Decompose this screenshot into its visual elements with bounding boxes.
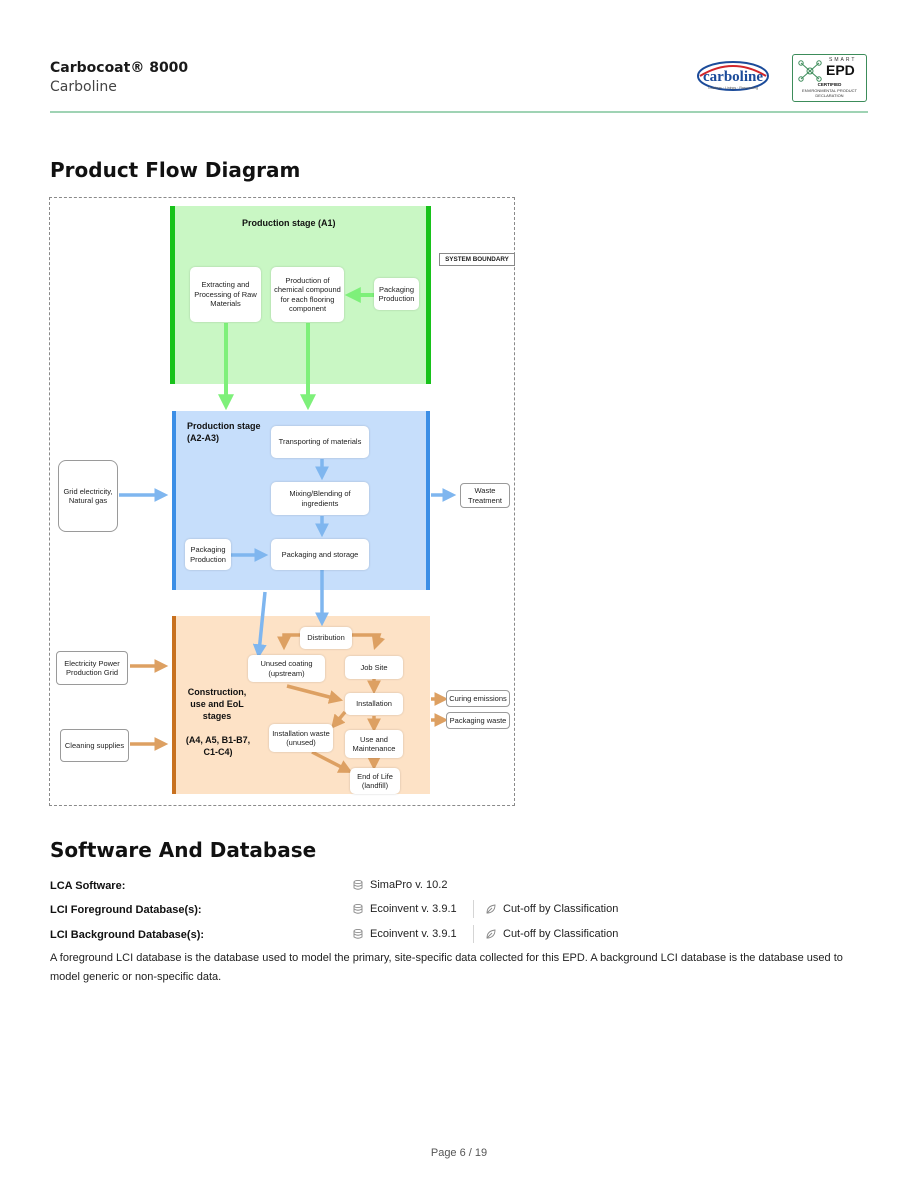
epd-subtitle-text: ENVIRONMENTAL PRODUCT DECLARATION <box>802 88 857 98</box>
row-background-extra: Cut-off by Classification <box>485 928 618 940</box>
header-divider <box>50 111 868 113</box>
arrow-distribution-to-unused <box>277 633 302 651</box>
molecule-icon <box>798 60 822 82</box>
product-flow-diagram: SYSTEM BOUNDARY Production stage (A1) Ex… <box>49 197 515 806</box>
company-name: Carboline <box>50 79 117 95</box>
row-lca-software-value: SimaPro v. 10.2 <box>352 879 447 891</box>
row-background-value: Ecoinvent v. 3.9.1 <box>352 928 457 940</box>
foreground-db-text: Ecoinvent v. 3.9.1 <box>370 903 457 915</box>
input-electricity-power-grid: Electricity Power Production Grid <box>56 651 128 685</box>
database-icon <box>353 903 363 914</box>
background-method-text: Cut-off by Classification <box>503 928 619 940</box>
background-db-text: Ecoinvent v. 3.9.1 <box>370 928 457 940</box>
row-foreground-extra: Cut-off by Classification <box>485 903 618 915</box>
foreground-divider <box>473 900 474 918</box>
epd-text: EPD <box>826 62 855 78</box>
row-foreground-value: Ecoinvent v. 3.9.1 <box>352 903 457 915</box>
box-a2-packaging-production: Packaging Production <box>185 539 231 570</box>
system-boundary-label: SYSTEM BOUNDARY <box>439 253 515 266</box>
arrow-distribution-to-jobsite <box>351 633 386 650</box>
page-number: Page 6 / 19 <box>430 1147 488 1159</box>
row-lca-software-label: LCA Software: <box>50 880 126 892</box>
box-a1-packaging-production: Packaging Production <box>374 278 419 310</box>
carboline-logo-text: carboline <box>703 69 763 85</box>
carboline-logo-tagline: Coatings · Linings · Fireproofing <box>708 86 758 90</box>
epd-certified-text: CERTIFIED <box>817 82 842 87</box>
foreground-method-text: Cut-off by Classification <box>503 903 619 915</box>
box-mixing-blending: Mixing/Blending of ingredients <box>271 482 369 515</box>
stage-a4-left-border <box>172 616 176 794</box>
arrow-storage-to-unused <box>252 591 267 659</box>
stage-a4-subtitle: (A4, A5, B1-B7, C1-C4) <box>185 735 251 757</box>
row-background-label: LCI Background Database(s): <box>50 929 205 941</box>
arrow-waste-to-eol <box>311 750 353 773</box>
box-chemical-compound: Production of chemical compound for each… <box>271 267 344 322</box>
stage-a2-right-border <box>426 411 430 590</box>
database-note: A foreground LCI database is the databas… <box>50 952 843 983</box>
database-icon <box>353 928 363 939</box>
box-transporting-materials: Transporting of materials <box>271 426 369 458</box>
stage-a1-title: Production stage (A1) <box>242 218 336 228</box>
product-name: Carbocoat® 8000 <box>50 60 189 76</box>
stage-a1-left-border <box>170 206 175 384</box>
box-distribution: Distribution <box>300 627 352 649</box>
row-foreground-label: LCI Foreground Database(s): <box>50 904 202 916</box>
output-curing-emissions: Curing emissions <box>446 690 510 707</box>
stage-a1-right-border <box>426 206 431 384</box>
flow-section-title: Product Flow Diagram <box>50 158 301 182</box>
input-cleaning-supplies: Cleaning supplies <box>60 729 129 762</box>
box-installation: Installation <box>345 693 403 715</box>
output-waste-treatment: Waste Treatment <box>460 483 510 508</box>
smart-epd-badge: SMART EPD CERTIFIED ENVIRONMENTAL PRODUC… <box>792 54 867 102</box>
output-packaging-waste: Packaging waste <box>446 712 510 729</box>
lca-software-text: SimaPro v. 10.2 <box>370 879 448 891</box>
box-job-site: Job Site <box>345 656 403 679</box>
leaf-icon <box>486 904 496 914</box>
software-section-title: Software And Database <box>50 838 317 862</box>
carboline-logo: carboline Coatings · Linings · Fireproof… <box>696 60 770 94</box>
database-icon <box>353 879 363 890</box>
box-use-maintenance: Use and Maintenance <box>345 730 403 758</box>
leaf-icon <box>486 929 496 939</box>
box-extract-raw-materials: Extracting and Processing of Raw Materia… <box>190 267 261 322</box>
input-grid-electricity: Grid electricity, Natural gas <box>58 460 118 532</box>
box-packaging-storage: Packaging and storage <box>271 539 369 570</box>
arrow-installation-to-waste <box>330 710 347 729</box>
epd-smart-text: SMART <box>829 57 857 63</box>
arrow-unused-to-installation <box>286 684 344 704</box>
box-end-of-life: End of Life (landfill) <box>350 768 400 794</box>
stage-a2-left-border <box>172 411 176 590</box>
box-unused-coating: Unused coating (upstream) <box>248 655 325 682</box>
stage-a2-title: Production stage (A2-A3) <box>187 421 261 443</box>
background-divider <box>473 925 474 943</box>
stage-a4-title: Construction, use and EoL stages <box>187 687 247 721</box>
box-installation-waste: Installation waste (unused) <box>269 724 333 752</box>
